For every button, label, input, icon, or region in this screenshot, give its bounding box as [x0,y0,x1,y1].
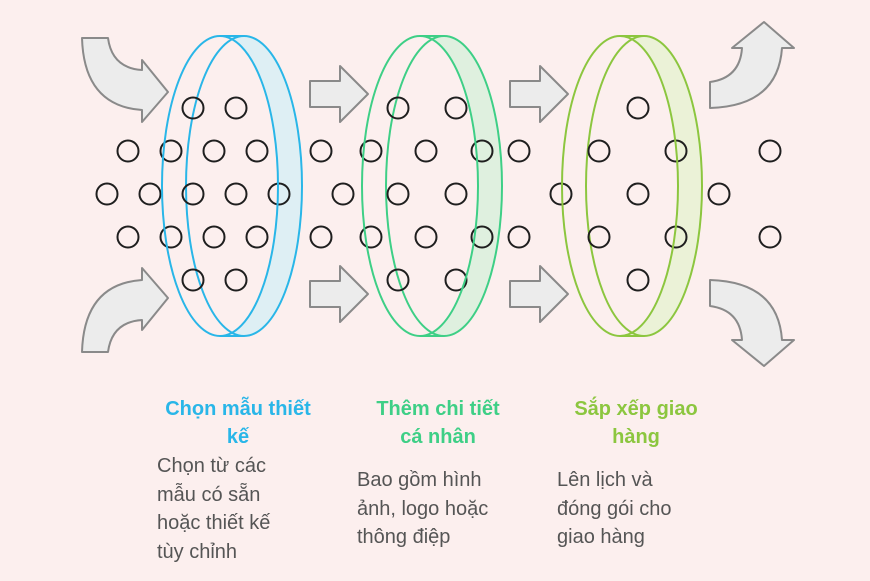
flow-dot [707,182,731,206]
flow-dot [414,225,438,249]
stage-2-ring-front [361,35,479,337]
curved-arrow-in-bottom-icon [81,267,169,353]
flow-dot [116,225,140,249]
flow-dot [116,139,140,163]
stage-3-description: Lên lịch và đóng gói cho giao hàng [557,466,672,552]
stage-1-ring-front [161,35,279,337]
stage-1-desc-line3: hoặc thiết kế [157,512,271,534]
flow-dot [181,268,205,292]
flow-dot [470,225,494,249]
flow-dot [626,268,650,292]
flow-dot [267,182,291,206]
stage-2-description: Bao gồm hình ảnh, logo hoặc thông điệp [357,466,488,552]
stage-1-desc-line2: mẫu có sẵn [157,483,261,506]
stage-3-desc-line3: giao hàng [557,526,645,548]
stage-3-title-line1: Sắp xếp giao [574,398,698,420]
flow-dot [224,268,248,292]
flow-dot [309,225,333,249]
flow-dot [507,139,531,163]
flow-dot [159,139,183,163]
flow-dot [386,182,410,206]
right-arrow-icon [509,265,569,323]
flow-dot [587,225,611,249]
stage-3-title-line2: hàng [612,426,660,448]
stage-3-title: Sắp xếp giao hàng [550,395,722,451]
flow-dot [181,96,205,120]
flow-dot [245,225,269,249]
arrows-layer [81,21,795,367]
flow-dot [444,268,468,292]
flow-dot [507,225,531,249]
flow-dot [202,225,226,249]
flow-dot [549,182,573,206]
flow-dot [202,139,226,163]
flow-dot [331,182,355,206]
stage-3-desc-line2: đóng gói cho [557,497,672,520]
flow-dot [181,182,205,206]
flow-dot [224,96,248,120]
flow-dot [758,139,782,163]
right-arrow-icon [309,265,369,323]
stage-3-ring-front [561,35,679,337]
flow-dot [386,96,410,120]
curved-arrow-out-top-icon [709,21,795,109]
flow-dot [444,182,468,206]
flow-dot [159,225,183,249]
rings-front-layer [161,35,679,337]
curved-arrow-out-bottom-icon [709,279,795,367]
flow-dot [309,139,333,163]
stage-3-ring-band [620,36,702,336]
flow-dot [138,182,162,206]
stage-2-desc-line3: thông điệp [357,526,451,548]
flow-dot [359,225,383,249]
stage-2-title: Thêm chi tiết cá nhân [352,395,524,451]
flow-dot [359,139,383,163]
flow-dot [386,268,410,292]
stage-2-desc-line2: ảnh, logo hoặc [357,497,489,520]
stage-1-ring-band [220,36,302,336]
right-arrow-icon [309,65,369,123]
stage-2-title-line2: cá nhân [400,426,476,448]
dots-layer [95,96,782,292]
rings-back-layer [185,35,703,337]
stage-2-desc-line1: Bao gồm hình [357,469,482,491]
right-arrow-icon [509,65,569,123]
flow-dot [758,225,782,249]
stage-2-title-line1: Thêm chi tiết [376,398,500,420]
flow-dot [414,139,438,163]
curved-arrow-in-top-icon [81,37,169,123]
stage-1-title-line1: Chọn mẫu thiết [165,398,311,420]
flow-dot [444,96,468,120]
stage-1-desc-line4: tùy chỉnh [157,540,238,563]
flow-dot [470,139,494,163]
flow-dot [224,182,248,206]
stage-1-description: Chọn từ các mẫu có sẵn hoặc thiết kế tùy… [157,452,270,566]
stage-2-ring-band [420,36,502,336]
stage-1-desc-line1: Chọn từ các [157,455,266,477]
stage-1-title: Chọn mẫu thiết kế [150,395,326,451]
stage-3-desc-line1: Lên lịch và [557,469,653,491]
flow-dot [626,182,650,206]
flow-dot [245,139,269,163]
flow-dot [626,96,650,120]
flow-dot [587,139,611,163]
stage-1-title-line2: kế [226,426,250,448]
flow-dot [95,182,119,206]
